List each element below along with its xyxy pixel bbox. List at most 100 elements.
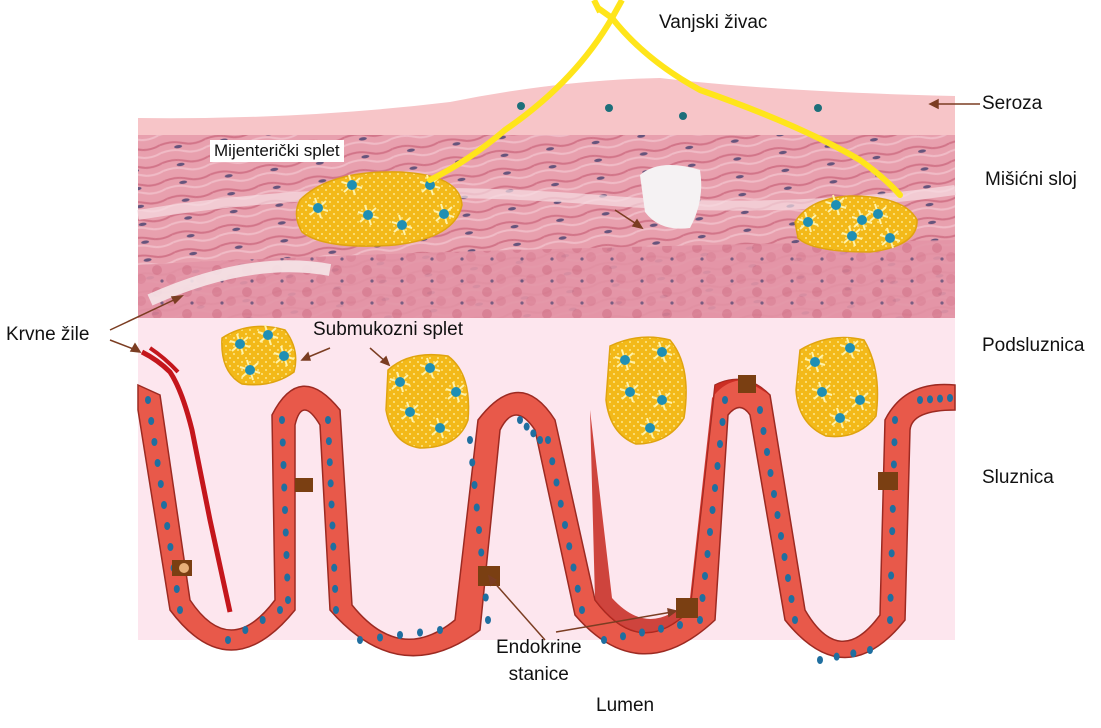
epithelial-nucleus	[151, 438, 157, 446]
neuron-nucleus	[313, 203, 323, 213]
epithelial-nucleus	[707, 528, 713, 536]
epithelial-nucleus	[397, 631, 403, 639]
neuron-nucleus	[847, 231, 857, 241]
epithelial-nucleus	[888, 594, 894, 602]
epithelial-nucleus	[720, 418, 726, 426]
epithelial-nucleus	[469, 459, 475, 467]
neuron-nucleus	[263, 330, 273, 340]
myenteric-plexus-label: Mijenterički splet	[210, 140, 344, 162]
endocrine-cells-label-line1: Endokrine	[496, 638, 582, 659]
epithelial-nucleus	[161, 501, 167, 509]
endocrine-cell	[738, 375, 756, 393]
epithelial-nucleus	[710, 506, 716, 514]
neuron-nucleus	[363, 210, 373, 220]
epithelial-nucleus	[700, 594, 706, 602]
epithelial-nucleus	[331, 564, 337, 572]
neuron-nucleus	[279, 351, 289, 361]
epithelial-nucleus	[476, 526, 482, 534]
epithelial-nucleus	[158, 480, 164, 488]
epithelial-nucleus	[715, 462, 721, 470]
neuron-nucleus	[397, 220, 407, 230]
epithelial-nucleus	[850, 649, 856, 657]
epithelial-nucleus	[328, 479, 334, 487]
epithelial-nucleus	[712, 484, 718, 492]
epithelial-nucleus	[890, 505, 896, 513]
epithelial-nucleus	[889, 549, 895, 557]
neuron-nucleus	[347, 180, 357, 190]
serosa-label: Seroza	[982, 94, 1042, 115]
epithelial-nucleus	[705, 550, 711, 558]
epithelial-nucleus	[620, 632, 626, 640]
epithelial-nucleus	[639, 629, 645, 637]
epithelial-nucleus	[554, 479, 560, 487]
epithelial-nucleus	[887, 616, 893, 624]
blood-vessels-label: Krvne žile	[6, 325, 89, 346]
epithelial-nucleus	[145, 396, 151, 404]
epithelial-nucleus	[472, 481, 478, 489]
epithelial-nucleus	[778, 532, 784, 540]
neuron-nucleus	[885, 233, 895, 243]
epithelial-nucleus	[658, 625, 664, 633]
neuron-nucleus	[857, 215, 867, 225]
epithelial-nucleus	[277, 606, 283, 614]
neuron-nucleus	[245, 365, 255, 375]
neuron-nucleus	[439, 209, 449, 219]
epithelial-nucleus	[782, 553, 788, 561]
epithelial-nucleus	[834, 653, 840, 661]
epithelial-nucleus	[892, 416, 898, 424]
epithelial-nucleus	[417, 629, 423, 637]
mucosa-label: Sluznica	[982, 468, 1054, 489]
epithelial-nucleus	[280, 439, 286, 447]
epithelial-nucleus	[524, 423, 530, 431]
epithelial-nucleus	[817, 656, 823, 664]
epithelial-nucleus	[329, 522, 335, 530]
epithelial-nucleus	[891, 460, 897, 468]
neuron-nucleus	[831, 200, 841, 210]
epithelial-nucleus	[717, 440, 723, 448]
neuron-nucleus	[620, 355, 630, 365]
epithelial-nucleus	[326, 437, 332, 445]
epithelial-nucleus	[566, 542, 572, 550]
epithelial-nucleus	[285, 596, 291, 604]
epithelial-nucleus	[474, 504, 480, 512]
epithelial-nucleus	[571, 564, 577, 572]
neuron-nucleus	[645, 423, 655, 433]
epithelial-nucleus	[377, 634, 383, 642]
epithelial-nucleus	[917, 396, 923, 404]
epithelial-nucleus	[327, 458, 333, 466]
epithelial-nucleus	[947, 394, 953, 402]
epithelial-nucleus	[467, 436, 473, 444]
epithelial-nucleus	[517, 416, 523, 424]
epithelial-nucleus	[775, 511, 781, 519]
epithelial-nucleus	[485, 616, 491, 624]
epithelial-nucleus	[549, 457, 555, 465]
epithelial-nucleus	[722, 396, 728, 404]
epithelial-nucleus	[329, 500, 335, 508]
neuron-nucleus	[425, 363, 435, 373]
epithelial-nucleus	[937, 395, 943, 403]
epithelial-nucleus	[281, 461, 287, 469]
epithelial-nucleus	[891, 438, 897, 446]
epithelial-nucleus	[333, 606, 339, 614]
epithelial-nucleus	[281, 484, 287, 492]
epithelial-nucleus	[601, 636, 607, 644]
neuron-nucleus	[803, 217, 813, 227]
neuron-nucleus	[817, 387, 827, 397]
lumen-label: Lumen	[596, 696, 654, 717]
epithelial-nucleus	[242, 626, 248, 634]
epithelial-nucleus	[757, 406, 763, 414]
epithelial-nucleus	[167, 543, 173, 551]
epithelial-nucleus	[677, 621, 683, 629]
epithelial-nucleus	[284, 551, 290, 559]
neuron-nucleus	[625, 387, 635, 397]
neuron-nucleus	[405, 407, 415, 417]
neuron-nucleus	[873, 209, 883, 219]
epithelial-nucleus	[357, 636, 363, 644]
epithelial-nucleus	[174, 585, 180, 593]
epithelial-nucleus	[761, 427, 767, 435]
epithelial-nucleus	[558, 500, 564, 508]
neuron-nucleus	[435, 423, 445, 433]
epithelial-nucleus	[437, 626, 443, 634]
neuron-nucleus	[657, 395, 667, 405]
